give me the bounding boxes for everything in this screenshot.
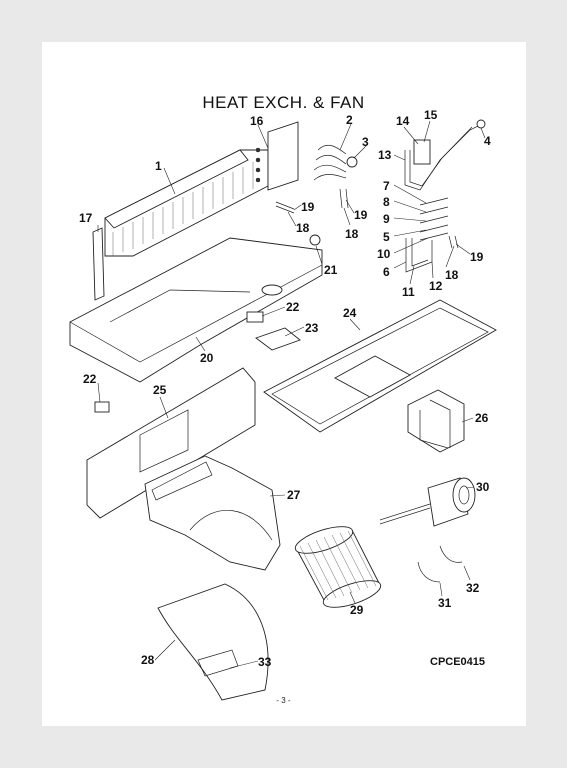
tube-clips	[275, 188, 459, 249]
motor-mount	[407, 389, 465, 453]
motor-band-left	[417, 561, 441, 583]
leader-lines	[97, 120, 486, 669]
callout-33: 33	[258, 655, 272, 669]
capillary-tube-assembly	[313, 144, 358, 181]
callout-19-b: 19	[354, 208, 368, 222]
callout-19-a: 19	[301, 200, 315, 214]
callout-27: 27	[287, 488, 301, 502]
callout-31: 31	[438, 596, 452, 610]
callout-25: 25	[153, 383, 167, 397]
callout-6: 6	[383, 265, 390, 279]
page-number: - 3 -	[276, 696, 291, 705]
blower-wheel	[294, 526, 382, 608]
motor-band-right	[439, 545, 463, 563]
insulation-pad-upper	[246, 311, 264, 323]
insulation-pad-lower	[94, 401, 110, 413]
fan-motor	[379, 477, 476, 527]
pipe-assembly	[404, 119, 486, 191]
callout-17: 17	[79, 211, 93, 225]
callout-23: 23	[305, 321, 319, 335]
callout-16: 16	[250, 114, 264, 128]
callout-18-b: 18	[345, 227, 359, 241]
callout-22-a: 22	[286, 300, 300, 314]
callout-11: 11	[402, 285, 415, 299]
drawing-code: CPCE0415	[430, 656, 486, 668]
callout-24: 24	[343, 306, 357, 320]
callout-5: 5	[383, 230, 390, 244]
fan-casing	[144, 455, 281, 571]
callout-32: 32	[466, 581, 480, 595]
callout-21: 21	[324, 263, 338, 277]
callout-18-c: 18	[445, 268, 459, 282]
callout-18-a: 18	[296, 221, 310, 235]
callout-8: 8	[383, 195, 390, 209]
callout-3: 3	[362, 135, 369, 149]
callout-10: 10	[377, 247, 391, 261]
lower-fan-casing	[157, 583, 269, 701]
coil-side-plate	[267, 121, 299, 191]
callout-26: 26	[475, 411, 489, 425]
callout-20: 20	[200, 351, 214, 365]
callout-19-c: 19	[470, 250, 484, 264]
callout-12: 12	[429, 279, 443, 293]
callout-4: 4	[484, 134, 491, 148]
drain-pan	[69, 234, 323, 383]
callout-15: 15	[424, 108, 438, 122]
partition-panel	[86, 367, 256, 519]
callout-22-b: 22	[83, 372, 97, 386]
diagram-title: HEAT EXCH. & FAN	[202, 93, 365, 112]
callout-1: 1	[155, 159, 162, 173]
callout-30: 30	[476, 480, 490, 494]
base-panel	[263, 299, 497, 433]
callout-2: 2	[346, 113, 353, 127]
callout-7: 7	[383, 179, 390, 193]
coil-end-plate	[92, 227, 105, 301]
callout-28: 28	[141, 653, 155, 667]
cover-plate	[255, 327, 301, 351]
callout-9: 9	[383, 212, 390, 226]
callout-13: 13	[378, 148, 392, 162]
callout-14: 14	[396, 114, 410, 128]
tube-fittings	[405, 197, 449, 273]
callout-29: 29	[350, 603, 364, 617]
